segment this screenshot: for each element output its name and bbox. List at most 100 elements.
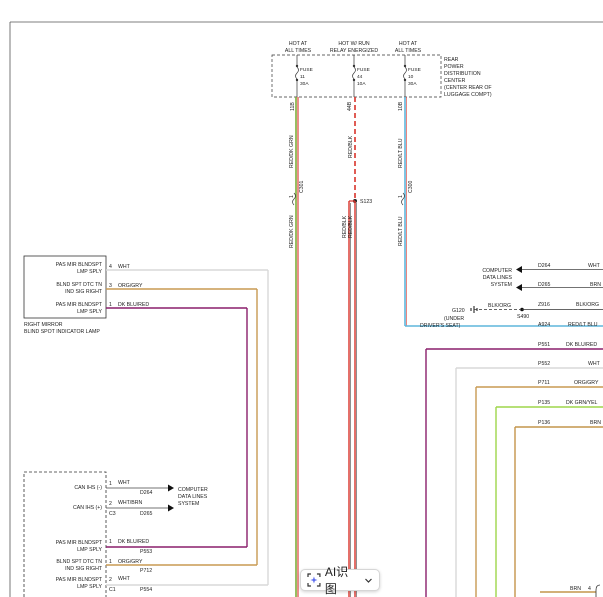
right-cdl-line-2: DATA LINES bbox=[483, 275, 513, 281]
wire-3-connector: C300 bbox=[408, 180, 414, 193]
rm-pin2-name2: IND SIG RIGHT bbox=[65, 289, 103, 295]
can-row-1-pin: 1 bbox=[109, 481, 112, 487]
lm-row-2-pin: 1 bbox=[109, 559, 112, 565]
fuse-3-name: FUSE bbox=[408, 67, 421, 73]
wire-2-lower-label-a: RED/BLK bbox=[342, 215, 348, 238]
ground-splice: S490 bbox=[517, 314, 529, 320]
splice-s123-label: S123 bbox=[360, 199, 372, 205]
fuse-box-label-line-4: CENTER bbox=[444, 78, 466, 84]
a924-circuit: A924 bbox=[538, 322, 550, 328]
wire-1-lower-label: RED/DK GRN bbox=[289, 215, 295, 248]
ground-circuit: Z916 bbox=[538, 302, 550, 308]
rm-pin2-name1: BLND SPT DTC TN bbox=[56, 282, 102, 288]
ground-id: G120 bbox=[452, 308, 465, 314]
rw-p552-circuit: P552 bbox=[538, 361, 550, 367]
right-mirror-module: PAS MIR BLNDSPT LMP SPLY 4 WHT BLND SPT … bbox=[23, 255, 269, 585]
fuse-2-num: 44 bbox=[357, 74, 363, 80]
fuse-box-label-line-2: POWER bbox=[444, 64, 464, 70]
can-row-2-wire: WHT/BRN bbox=[118, 500, 142, 506]
rw-p135-circuit: P135 bbox=[538, 400, 550, 406]
fuse-2-state: HOT W/ RUN bbox=[338, 41, 370, 47]
lower-system-line-3: SYSTEM bbox=[178, 501, 199, 507]
connector-c300 bbox=[401, 192, 405, 206]
can-row-2-conn: C3 bbox=[109, 511, 116, 517]
fuse-2-circuit: 44B bbox=[347, 101, 353, 111]
ground-note-1: (UNDER bbox=[444, 316, 464, 322]
lm-row-1-name2: LMP SPLY bbox=[77, 547, 102, 553]
connector-c301 bbox=[292, 192, 296, 206]
fuse-3-amp: 30A bbox=[408, 81, 417, 87]
right-cdl-row-1-circuit: D264 bbox=[538, 263, 551, 269]
lm-row-3-pin: 2 bbox=[109, 577, 112, 583]
rw-p135-wire: DK GRN/YEL bbox=[566, 400, 598, 406]
ai-recognize-button[interactable]: AI识图 bbox=[300, 565, 380, 596]
rm-pin1-name2: LMP SPLY bbox=[77, 269, 102, 275]
right-mirror-box bbox=[23, 255, 107, 319]
rm-pin2-num: 3 bbox=[109, 283, 112, 289]
arrow-can-row-2 bbox=[168, 504, 174, 512]
lm-row-2-name1: BLND SPT DTC TN bbox=[56, 559, 102, 565]
fuse-3-state: HOT AT bbox=[399, 41, 418, 47]
fuse-1-state2: ALL TIMES bbox=[285, 48, 312, 54]
lm-row-2-name2: IND SIG RIGHT bbox=[65, 566, 103, 572]
fuse-1-circuit: 11B bbox=[290, 102, 296, 111]
wire-1-connector: C301 bbox=[299, 180, 305, 193]
lm-row-3-conn: C1 bbox=[109, 587, 116, 593]
wire-1-conn-pin: 1 bbox=[289, 195, 295, 198]
wire-1-upper-label: RED/DK GRN bbox=[289, 135, 295, 168]
ground-wire: BLK/ORG bbox=[488, 303, 511, 309]
right-mirror-title-1: RIGHT MIRROR bbox=[24, 322, 63, 328]
wire-2-lower-label-b: RED/BLK bbox=[348, 215, 354, 238]
right-cdl-row-2-circuit: D265 bbox=[538, 282, 551, 288]
lower-module: CAN IHS (-) 1 WHT D264 CAN IHS (+) 2 WHT… bbox=[23, 471, 268, 597]
fuse-2: HOT W/ RUN RELAY ENERGIZED FUSE 44 10A 4… bbox=[330, 41, 378, 111]
fuse-1-name: FUSE bbox=[300, 67, 313, 73]
fuse-box-label-line-5: (CENTER REAR OF bbox=[444, 85, 492, 91]
rm-pin1-wire: WHT bbox=[118, 264, 131, 270]
fuse-3-num: 10 bbox=[408, 74, 414, 80]
fuse-1: HOT AT ALL TIMES FUSE 11 30A 11B bbox=[285, 41, 313, 111]
right-cdl-arrow-1 bbox=[516, 266, 522, 273]
can-row-2-circuit: D265 bbox=[140, 511, 153, 517]
rw-p711-circuit: P711 bbox=[538, 380, 550, 386]
lm-row-1-wire: DK BLU/RED bbox=[118, 539, 149, 545]
a924-wire: RED/LT BLU bbox=[568, 322, 598, 328]
ground-g120: G120 (UNDER DRIVER'S SEAT) BLK/ORG Z916 … bbox=[420, 302, 603, 329]
fuse-3: HOT AT ALL TIMES FUSE 10 30A 10B bbox=[395, 41, 422, 111]
can-row-1-name: CAN IHS (-) bbox=[74, 485, 102, 491]
rw-p552-wire: WHT bbox=[588, 361, 601, 367]
fuse-box-label: REAR POWER DISTRIBUTION CENTER (CENTER R… bbox=[444, 57, 492, 98]
fuse-3-state2: ALL TIMES bbox=[395, 48, 422, 54]
fuse-box-label-line-1: REAR bbox=[444, 57, 459, 63]
fuse-box-label-line-3: DISTRIBUTION bbox=[444, 71, 481, 77]
rm-pin1-num: 4 bbox=[109, 264, 112, 270]
right-cdl-row-1-wire: WHT bbox=[588, 263, 601, 269]
chevron-down-icon[interactable] bbox=[364, 576, 373, 585]
can-row-2-pin: 2 bbox=[109, 501, 112, 507]
wire-red-blk: RED/BLK S123 RED/BLK RED/BLK bbox=[342, 97, 372, 597]
lm-row-3-name2: LMP SPLY bbox=[77, 584, 102, 590]
right-wires: P551 DK BLU/RED P552 WHT P711 ORG/GRY P1… bbox=[425, 342, 603, 597]
ground-note-2: DRIVER'S SEAT) bbox=[420, 323, 461, 329]
fuse-1-state: HOT AT bbox=[289, 41, 308, 47]
right-cdl-arrow-2 bbox=[516, 284, 522, 291]
rm-pin1-name1: PAS MIR BLNDSPT bbox=[56, 262, 103, 268]
fuse-2-amp: 10A bbox=[357, 81, 366, 87]
lm-row-1-pin: 1 bbox=[109, 539, 112, 545]
rm-pin3-num: 1 bbox=[109, 302, 112, 308]
right-mirror-title-2: BLIND SPOT INDICATOR LAMP bbox=[24, 329, 100, 335]
lm-row-2-circuit: P712 bbox=[140, 568, 152, 574]
rw-p136-circuit: P136 bbox=[538, 420, 550, 426]
ai-recognize-label: AI识图 bbox=[324, 565, 349, 596]
can-row-2-name: CAN IHS (+) bbox=[73, 505, 102, 511]
fuse-2-name: FUSE bbox=[357, 67, 370, 73]
wire-3-lower-label: RED/LT BLU bbox=[398, 216, 404, 246]
lm-row-1-name1: PAS MIR BLNDSPT bbox=[56, 540, 103, 546]
fuse-1-amp: 30A bbox=[300, 81, 309, 87]
lower-system-line-2: DATA LINES bbox=[178, 494, 208, 500]
rw-bottom-connector bbox=[595, 584, 601, 597]
lm-row-1-circuit: P553 bbox=[140, 549, 152, 555]
lm-row-2-wire: ORG/GRY bbox=[118, 559, 143, 565]
lower-module-outline bbox=[23, 471, 107, 597]
